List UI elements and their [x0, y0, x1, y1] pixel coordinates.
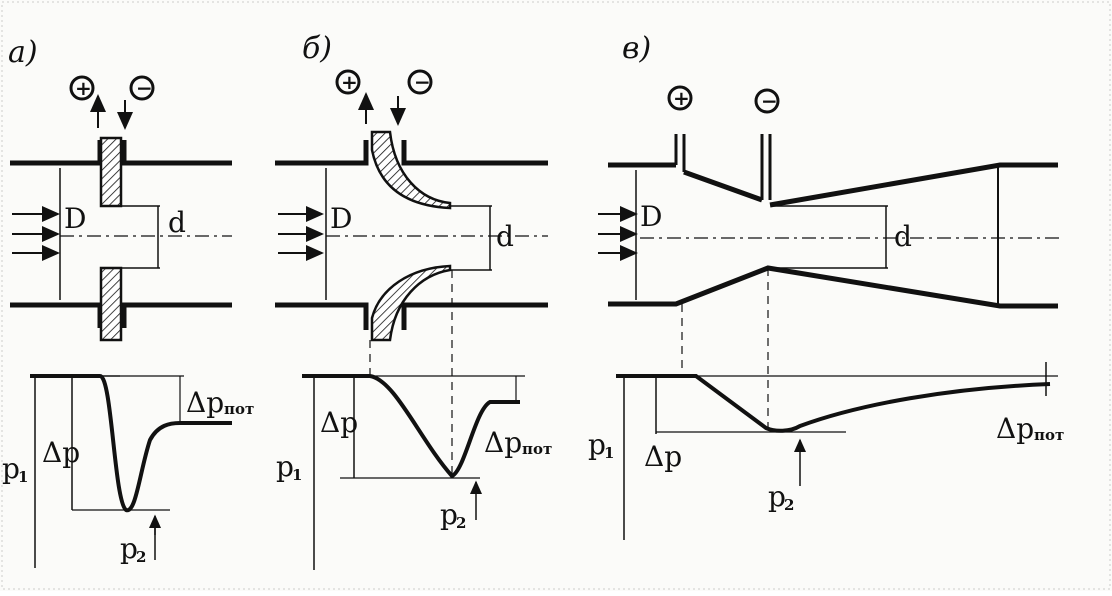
panel-b-nozzle: б) + − D d p 1 Δp	[275, 31, 552, 570]
dp-label: Δp	[320, 406, 358, 439]
p2-label: p	[120, 532, 138, 565]
plus-tap-circle	[69, 75, 95, 101]
panel-c-label: в)	[622, 31, 651, 66]
dp-label: Δp	[644, 440, 682, 473]
p1-label: p	[2, 452, 20, 485]
plus-sign: +	[673, 86, 690, 110]
panel-a-label: а)	[8, 35, 38, 70]
dp-loss-sub: пот	[224, 400, 254, 418]
panel-c-venturi: в) + − D d p	[588, 31, 1064, 540]
D-label: D	[64, 202, 86, 235]
nozzle-bottom	[370, 264, 452, 342]
dp-loss-label: Δp	[996, 412, 1034, 445]
dp-loss-label: Δp	[484, 426, 522, 459]
plus-sign: +	[75, 76, 92, 100]
orifice-plate-bottom	[99, 266, 123, 342]
p1-label: p	[588, 428, 606, 461]
minus-sign: −	[414, 70, 431, 94]
p2-label: p	[440, 498, 458, 531]
minus-tap-circle	[129, 75, 155, 101]
d-label: d	[496, 220, 514, 253]
dp-loss-sub: пот	[1034, 426, 1064, 444]
dp-label: Δp	[42, 436, 80, 469]
minus-sign: −	[136, 76, 153, 100]
orifice-plate-top	[99, 136, 123, 208]
panel-a-orifice: а) + − D d	[2, 35, 254, 568]
nozzle-top	[370, 130, 452, 210]
d-label: d	[168, 206, 186, 239]
p1-sub: 1	[292, 466, 302, 484]
p1-label: p	[276, 450, 294, 483]
p2-label: p	[768, 480, 786, 513]
dp-loss-sub: пот	[522, 440, 552, 458]
D-label: D	[640, 200, 662, 233]
minus-sign: −	[761, 89, 778, 113]
p2-sub: 2	[456, 514, 466, 532]
panel-b-label: б)	[302, 31, 332, 66]
D-label: D	[330, 202, 352, 235]
plus-sign: +	[341, 70, 358, 94]
p1-sub: 1	[18, 468, 28, 486]
p2-sub: 2	[784, 496, 794, 514]
dp-loss-label: Δp	[186, 386, 224, 419]
d-label: d	[894, 220, 912, 253]
p2-sub: 2	[136, 548, 146, 566]
p1-sub: 1	[604, 444, 614, 462]
